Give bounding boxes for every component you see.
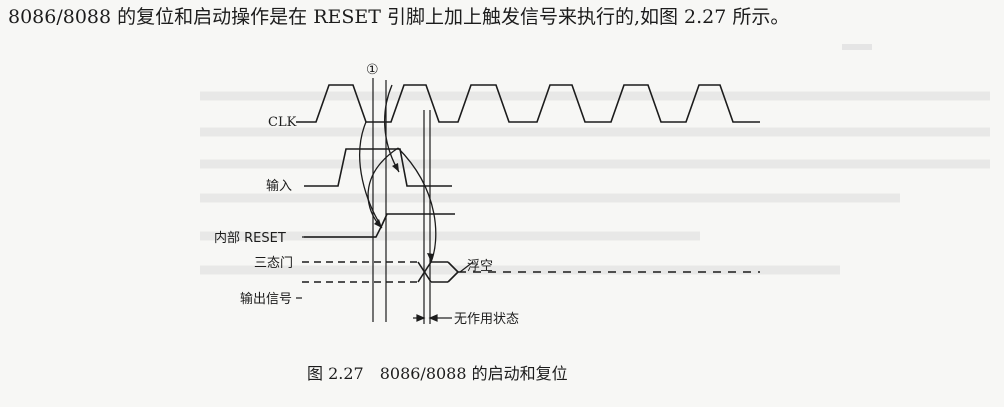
- signal-labels: CLK 输入 内部 RESET 三态门 输出信号: [214, 115, 297, 307]
- marker-1: ①: [366, 62, 379, 78]
- label-inactive-state: 无作用状态: [454, 312, 519, 327]
- label-output: 输出信号: [240, 291, 292, 307]
- tristate-waveform: [302, 261, 760, 283]
- reference-lines: [372, 78, 431, 324]
- bleed-through-text: [200, 44, 990, 275]
- label-input: 输入: [266, 178, 292, 194]
- intro-paragraph: 8086/8088 的复位和启动操作是在 RESET 引脚上加上触发信号来执行的…: [8, 6, 790, 28]
- label-clk: CLK: [268, 115, 297, 130]
- figure-caption: 图 2.27 8086/8088 的启动和复位: [307, 364, 568, 383]
- clk-waveform: [296, 84, 760, 123]
- label-tristate: 三态门: [254, 256, 293, 271]
- arrowheads: [374, 163, 434, 262]
- label-float: 浮空: [467, 259, 493, 274]
- label-internal-reset: 内部 RESET: [214, 230, 286, 246]
- inactive-dimension: [413, 314, 452, 322]
- label-leaders: [296, 236, 376, 299]
- float-pointer: [459, 261, 474, 273]
